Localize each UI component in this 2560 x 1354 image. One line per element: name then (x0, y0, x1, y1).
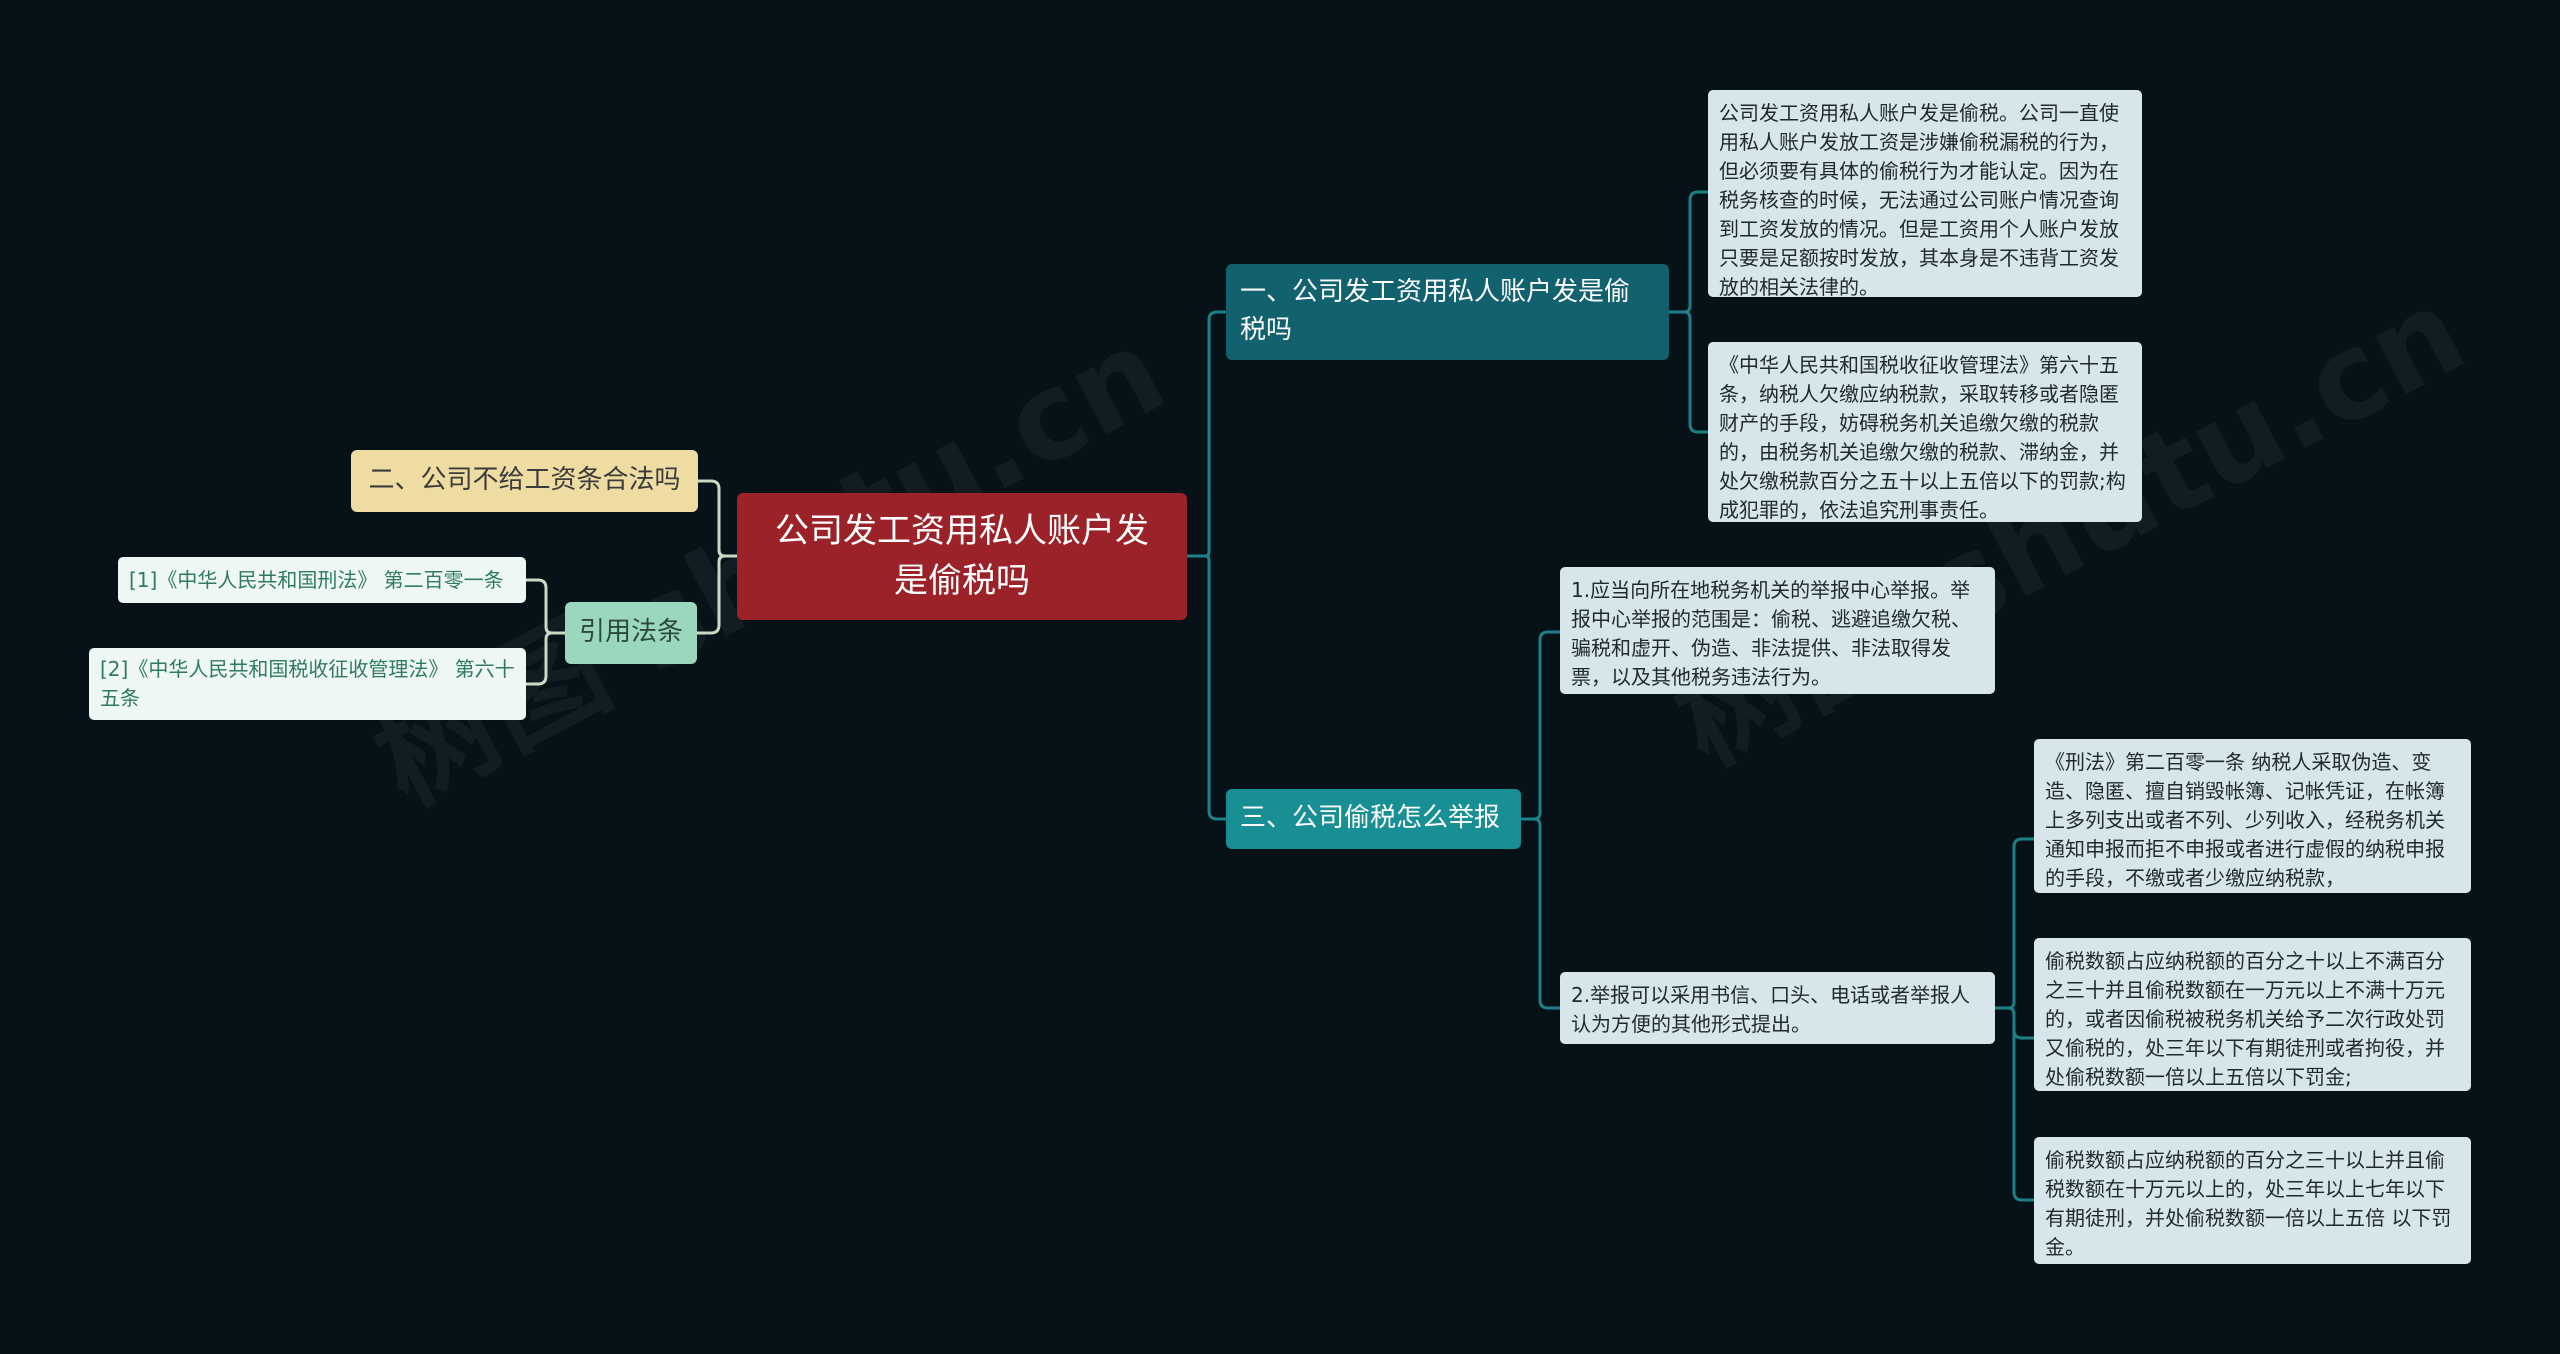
link-root-refs (695, 554, 739, 635)
leaf-text: 偷税数额占应纳税额的百分之三十以上并且偷税数额在十万元以上的，处三年以上七年以下… (2045, 1148, 2452, 1259)
ref-item-criminal-law[interactable]: [1]《中华人民共和国刑法》 第二百零一条 (118, 557, 526, 603)
leaf-node-penalty-1[interactable]: 偷税数额占应纳税额的百分之十以上不满百分之三十并且偷税数额在一万元以上不满十万元… (2034, 938, 2471, 1091)
leaf-text: 《中华人民共和国税收征收管理法》第六十五条，纳税人欠缴应纳税款，采取转移或者隐匿… (1719, 353, 2126, 522)
link-refs-r1 (524, 578, 567, 635)
leaf-node-criminal-law[interactable]: 《刑法》第二百零一条 纳税人采取伪造、变造、隐匿、擅自销毁帐簿、记帐凭证，在帐簿… (2034, 739, 2471, 893)
link-b1-l1 (1667, 190, 1710, 314)
leaf-node-report-1[interactable]: 1.应当向所在地税务机关的举报中心举报。举报中心举报的范围是：偷税、逃避追缴欠税… (1560, 567, 1995, 694)
link-b3-i2 (1519, 817, 1562, 1010)
leaf-text: 1.应当向所在地税务机关的举报中心举报。举报中心举报的范围是：偷税、逃避追缴欠税… (1571, 578, 1971, 689)
leaf-node-penalty-2[interactable]: 偷税数额占应纳税额的百分之三十以上并且偷税数额在十万元以上的，处三年以上七年以下… (2034, 1137, 2471, 1264)
branch-node-cited-laws[interactable]: 引用法条 (565, 602, 697, 664)
leaf-text: 《刑法》第二百零一条 纳税人采取伪造、变造、隐匿、擅自销毁帐簿、记帐凭证，在帐簿… (2045, 750, 2445, 890)
ref-item-tax-law[interactable]: [2]《中华人民共和国税收征收管理法》 第六十五条 (89, 648, 526, 720)
branch-label: 引用法条 (579, 617, 684, 648)
link-i2-l1 (1993, 837, 2036, 1010)
root-node[interactable]: 公司发工资用私人账户发是偷税吗 (737, 493, 1187, 620)
link-b1-l2 (1667, 310, 1710, 434)
root-label: 公司发工资用私人账户发是偷税吗 (775, 511, 1149, 601)
branch-node-is-tax-evasion[interactable]: 一、公司发工资用私人账户发是偷税吗 (1226, 264, 1669, 360)
link-refs-r2 (524, 631, 567, 686)
link-b3-i1 (1519, 630, 1562, 821)
leaf-text: 公司发工资用私人账户发是偷税。公司一直使用私人账户发放工资是涉嫌偷税漏税的行为，… (1719, 101, 2119, 297)
link-root-b3 (1185, 554, 1228, 821)
leaf-node-b1-1[interactable]: 公司发工资用私人账户发是偷税。公司一直使用私人账户发放工资是涉嫌偷税漏税的行为，… (1708, 90, 2142, 297)
link-root-b1 (1185, 310, 1228, 558)
leaf-node-b1-2[interactable]: 《中华人民共和国税收征收管理法》第六十五条，纳税人欠缴应纳税款，采取转移或者隐匿… (1708, 342, 2142, 522)
ref-text: [2]《中华人民共和国税收征收管理法》 第六十五条 (100, 657, 515, 710)
leaf-text: 偷税数额占应纳税额的百分之十以上不满百分之三十并且偷税数额在一万元以上不满十万元… (2045, 949, 2445, 1089)
leaf-text: 2.举报可以采用书信、口头、电话或者举报人认为方便的其他形式提出。 (1571, 983, 1971, 1036)
link-i2-l3 (1993, 1006, 2036, 1202)
branch-node-payslip[interactable]: 二、公司不给工资条合法吗 (351, 450, 698, 512)
link-root-b2 (696, 479, 739, 558)
branch-label: 三、公司偷税怎么举报 (1240, 803, 1501, 834)
branch-node-how-to-report[interactable]: 三、公司偷税怎么举报 (1226, 789, 1521, 849)
leaf-node-report-2[interactable]: 2.举报可以采用书信、口头、电话或者举报人认为方便的其他形式提出。 (1560, 972, 1995, 1044)
branch-label: 二、公司不给工资条合法吗 (368, 465, 681, 496)
ref-text: [1]《中华人民共和国刑法》 第二百零一条 (129, 567, 504, 592)
branch-label: 一、公司发工资用私人账户发是偷税吗 (1240, 277, 1631, 345)
